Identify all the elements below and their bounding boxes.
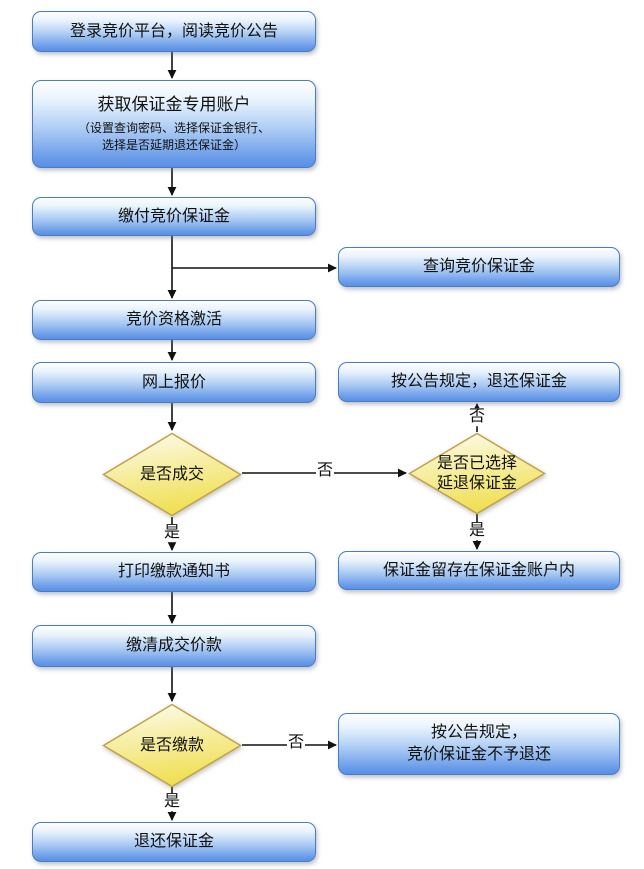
- node-deposit-stay-label: 保证金留存在保证金账户内: [382, 561, 575, 579]
- decision-deal-shape: [102, 432, 242, 517]
- node-account-sub1: （设置查询密码、选择保证金银行、: [77, 120, 270, 135]
- node-online-bid-label: 网上报价: [141, 373, 206, 391]
- node-pay-deposit: 缴付竞价保证金: [32, 197, 316, 236]
- node-login: 登录竞价平台，阅读竞价公告: [32, 11, 316, 52]
- node-account-label: 获取保证金专用账户: [97, 94, 251, 114]
- edge-label-no-deal: 否: [315, 462, 335, 480]
- node-pay-deposit-label: 缴付竞价保证金: [117, 207, 230, 225]
- edge-label-yes-deal: 是: [162, 524, 182, 542]
- node-deposit-stay: 保证金留存在保证金账户内: [338, 551, 620, 590]
- node-print-notice: 打印缴款通知书: [32, 552, 316, 592]
- node-refund-label: 退还保证金: [133, 833, 214, 851]
- node-online-bid: 网上报价: [32, 362, 316, 403]
- node-account: 获取保证金专用账户 （设置查询密码、选择保证金银行、 选择是否延期退还保证金）: [32, 80, 316, 168]
- node-refund-by-rule-label: 按公告规定，退还保证金: [390, 373, 567, 391]
- node-account-sub2: 选择是否延期退还保证金）: [101, 137, 246, 152]
- decision-deal-label: 是否成交: [139, 465, 204, 483]
- decision-payment-shape: [102, 703, 242, 788]
- decision-payment: 是否缴款: [102, 703, 242, 788]
- node-pay-price: 缴清成交价款: [32, 625, 316, 667]
- decision-delay-refund-shape: [408, 432, 546, 515]
- node-pay-price-label: 缴清成交价款: [125, 637, 222, 655]
- node-print-notice-label: 打印缴款通知书: [117, 563, 230, 581]
- node-refund: 退还保证金: [32, 822, 316, 862]
- node-refund-by-rule: 按公告规定，退还保证金: [338, 362, 620, 402]
- decision-deal: 是否成交: [102, 432, 242, 517]
- node-activate: 竞价资格激活: [32, 300, 316, 340]
- edge-label-yes-delay: 是: [467, 522, 487, 540]
- decision-delay-refund: 是否已选择 延退保证金: [408, 432, 546, 515]
- edge-label-yes-payment: 是: [162, 793, 182, 811]
- edge-label-no-delay: 否: [467, 408, 487, 426]
- node-no-refund-line1: 按公告规定，: [430, 724, 527, 742]
- node-query-deposit-label: 查询竞价保证金: [422, 258, 535, 276]
- decision-delay-refund-line1: 是否已选择: [436, 454, 517, 472]
- node-login-label: 登录竞价平台，阅读竞价公告: [69, 22, 278, 40]
- node-query-deposit: 查询竞价保证金: [338, 247, 620, 287]
- edge-label-no-payment: 否: [286, 734, 306, 752]
- decision-delay-refund-line2: 延退保证金: [436, 474, 517, 492]
- decision-payment-label: 是否缴款: [139, 736, 204, 754]
- node-no-refund-line2: 竞价保证金不予退还: [406, 746, 551, 763]
- node-no-refund: 按公告规定， 竞价保证金不予退还: [338, 713, 620, 775]
- node-activate-label: 竞价资格激活: [125, 311, 222, 329]
